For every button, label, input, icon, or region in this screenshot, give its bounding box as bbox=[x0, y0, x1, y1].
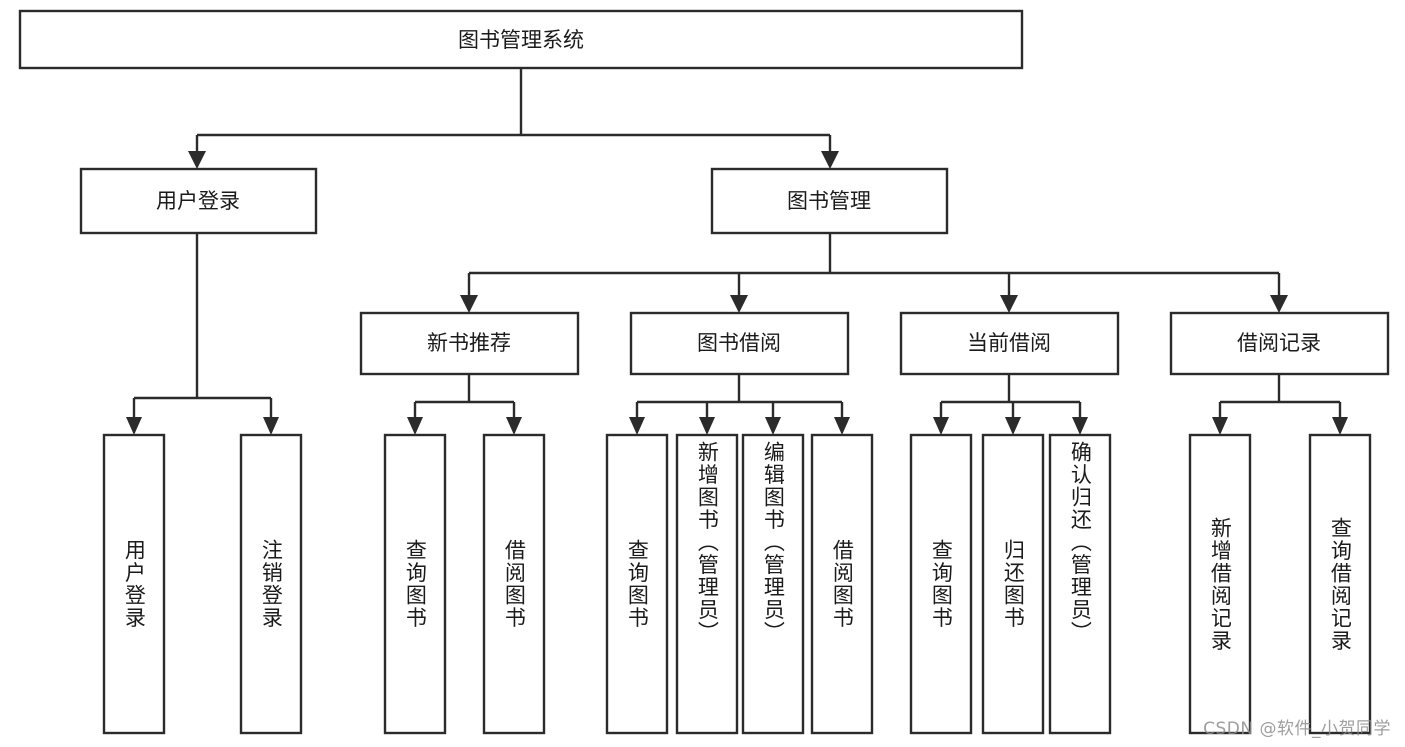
leaf-box-add-book-admin[interactable] bbox=[675, 433, 739, 735]
arrow-head-icon bbox=[834, 417, 850, 435]
arrow-head-icon bbox=[1005, 417, 1021, 435]
leaf-box-logout[interactable] bbox=[239, 433, 303, 735]
arrow-head-icon bbox=[821, 151, 839, 169]
leaf-box-return-book[interactable] bbox=[981, 433, 1045, 735]
leaf-box-query-book-recommend[interactable] bbox=[383, 433, 447, 735]
node-borrow-record-box[interactable] bbox=[1169, 311, 1390, 376]
arrow-head-icon bbox=[1072, 417, 1088, 435]
arrow-head-icon bbox=[1332, 417, 1348, 435]
node-book-management-box[interactable] bbox=[710, 167, 949, 235]
leaf-box-query-book-borrow[interactable] bbox=[605, 433, 669, 735]
leaf-box-query-book-current[interactable] bbox=[909, 433, 973, 735]
arrow-head-icon bbox=[1212, 417, 1228, 435]
node-book-management[interactable]: 图书管理 bbox=[710, 167, 949, 235]
leaf-box-borrow-book-recommend[interactable] bbox=[482, 433, 546, 735]
arrow-head-icon bbox=[407, 417, 423, 435]
leaf-box-layer bbox=[102, 433, 1372, 735]
node-user-login-label: 用户登录 bbox=[156, 189, 240, 213]
node-book-management-label: 图书管理 bbox=[787, 189, 871, 213]
arrow-head-icon bbox=[765, 417, 781, 435]
leaf-box-query-borrow-record[interactable] bbox=[1308, 433, 1372, 735]
arrow-head-icon bbox=[629, 417, 645, 435]
node-borrow-record[interactable]: 借阅记录 bbox=[1169, 311, 1390, 376]
arrow-head-icon bbox=[263, 417, 279, 435]
arrow-head-icon bbox=[126, 417, 142, 435]
node-new-book-recommend-box[interactable] bbox=[359, 311, 580, 376]
node-book-borrow[interactable]: 图书借阅 bbox=[629, 311, 850, 376]
node-borrow-record-label: 借阅记录 bbox=[1237, 331, 1321, 355]
node-new-book-recommend-label: 新书推荐 bbox=[427, 331, 511, 355]
node-root-label: 图书管理系统 bbox=[458, 28, 584, 52]
leaf-box-user-login[interactable] bbox=[102, 433, 166, 735]
arrow-head-icon bbox=[188, 151, 206, 169]
connector-layer bbox=[126, 68, 1348, 435]
arrow-head-icon bbox=[460, 295, 478, 313]
arrow-head-icon bbox=[730, 295, 748, 313]
leaf-box-add-borrow-record[interactable] bbox=[1188, 433, 1252, 735]
arrow-head-icon bbox=[699, 417, 715, 435]
node-new-book-recommend[interactable]: 新书推荐 bbox=[359, 311, 580, 376]
leaf-box-confirm-return-admin[interactable] bbox=[1048, 433, 1112, 735]
arrow-head-icon bbox=[1270, 295, 1288, 313]
arrow-head-icon bbox=[1000, 295, 1018, 313]
arrow-head-icon bbox=[506, 417, 522, 435]
node-root-box[interactable] bbox=[18, 9, 1024, 70]
node-user-login[interactable]: 用户登录 bbox=[79, 167, 318, 235]
node-user-login-box[interactable] bbox=[79, 167, 318, 235]
node-current-borrow[interactable]: 当前借阅 bbox=[899, 311, 1120, 376]
node-current-borrow-label: 当前借阅 bbox=[967, 331, 1051, 355]
node-current-borrow-box[interactable] bbox=[899, 311, 1120, 376]
leaf-box-borrow-book[interactable] bbox=[810, 433, 874, 735]
node-root-system[interactable]: 图书管理系统 bbox=[18, 9, 1024, 70]
node-book-borrow-box[interactable] bbox=[629, 311, 850, 376]
leaf-box-edit-book-admin[interactable] bbox=[741, 433, 805, 735]
csdn-watermark: CSDN @软件_小贺同学 bbox=[1203, 719, 1391, 739]
arrow-head-icon bbox=[933, 417, 949, 435]
node-book-borrow-label: 图书借阅 bbox=[697, 331, 781, 355]
